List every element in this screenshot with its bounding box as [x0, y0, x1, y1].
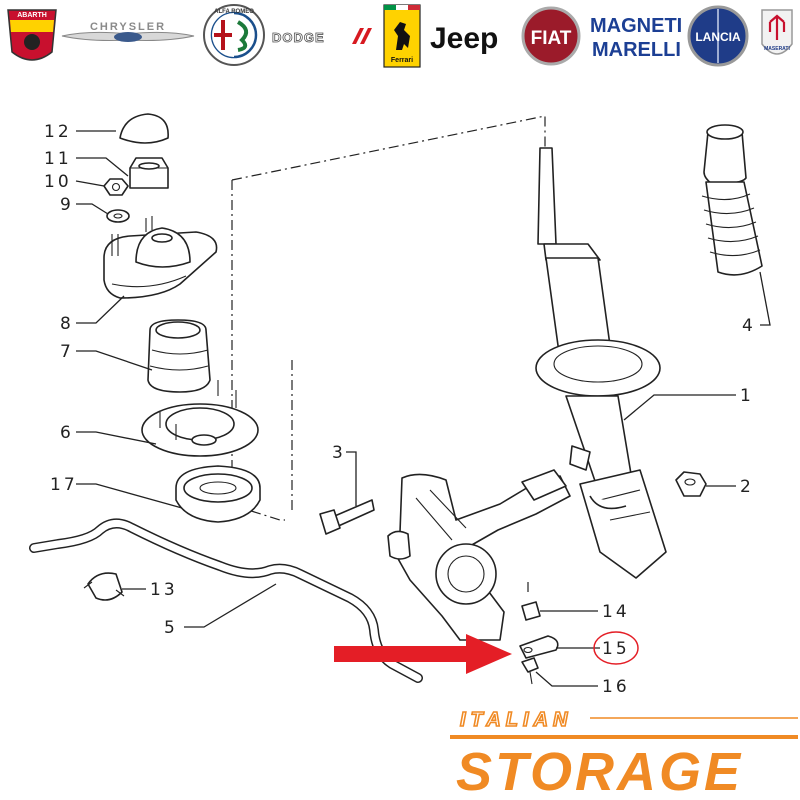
callout-4: 4 — [742, 316, 756, 336]
assembly-dashdot-lines — [231, 115, 546, 592]
leader-lines — [75, 130, 771, 687]
magneti-marelli-logo: MAGNETI MARELLI — [590, 15, 682, 61]
callout-1: 1 — [740, 386, 754, 406]
callout-7: 7 — [60, 342, 74, 362]
maserati-logo: MASERATI — [761, 9, 793, 55]
fiat-label: FIAT — [531, 28, 572, 49]
maserati-label: MASERATI — [764, 46, 790, 52]
leader-16 — [535, 671, 598, 687]
alfa-romeo-logo: ALFA ROMEO — [203, 4, 265, 66]
callout-10: 10 — [44, 172, 72, 192]
leader-6 — [76, 431, 157, 445]
highlight-circle-15 — [593, 631, 639, 665]
dodge-logo: DODGE — [272, 28, 372, 45]
fiat-logo: FIAT — [521, 6, 581, 66]
alfa-romeo-label: ALFA ROMEO — [214, 9, 254, 15]
part-12-dust-cap — [119, 113, 169, 144]
lancia-logo: LANCIA — [687, 5, 749, 67]
brand-logo-strip: ABARTH CHRYSLER ALFA ROMEO DODGE — [7, 4, 793, 68]
callout-16: 16 — [602, 677, 630, 697]
part-15-bracket — [519, 635, 559, 659]
part-16-screw — [521, 657, 539, 685]
callout-3: 3 — [332, 443, 346, 463]
leader-11 — [76, 157, 129, 177]
jeep-logo: Jeep — [430, 22, 498, 55]
jeep-label: Jeep — [430, 22, 498, 55]
part-4-protective-boot — [701, 124, 763, 276]
callout-12: 12 — [44, 122, 72, 142]
magneti-label-2: MARELLI — [592, 39, 681, 61]
leader-10 — [75, 180, 105, 187]
part-1-shock-absorber — [535, 147, 667, 579]
leader-17 — [76, 483, 183, 509]
part-8-upper-mount — [103, 216, 218, 299]
leader-4 — [759, 271, 771, 326]
chrysler-logo: CHRYSLER — [61, 21, 195, 42]
lancia-label: LANCIA — [695, 30, 741, 44]
part-10-nut — [103, 178, 129, 196]
part-11-self-locking-nut — [129, 157, 169, 189]
italian-storage-watermark: ITALIAN STORAGE — [450, 708, 798, 800]
callout-6: 6 — [60, 423, 74, 443]
leader-9 — [76, 203, 109, 215]
callout-2: 2 — [740, 477, 754, 497]
part-14-bushing — [521, 601, 541, 621]
watermark-line1: ITALIAN — [460, 709, 572, 731]
callout-15: 15 — [602, 639, 630, 659]
part-5-stabilizer-bar — [29, 518, 423, 683]
callout-14: 14 — [602, 602, 630, 622]
abarth-logo: ABARTH — [7, 9, 57, 61]
ferrari-label: Ferrari — [391, 57, 413, 64]
part-9-washer — [106, 209, 130, 223]
callout-13: 13 — [150, 580, 178, 600]
callout-5: 5 — [164, 618, 178, 638]
part-6-spring-seat — [141, 380, 259, 457]
part-2-nut — [675, 471, 707, 497]
dodge-label: DODGE — [272, 30, 325, 45]
callout-numbers: 12 11 10 9 8 7 6 17 5 13 3 1 2 4 14 15 1… — [44, 122, 756, 697]
watermark-line2: STORAGE — [456, 742, 743, 800]
steering-knuckle — [387, 469, 571, 641]
callout-11: 11 — [44, 149, 72, 169]
part-7-bump-stop — [147, 319, 211, 393]
leader-1 — [623, 394, 736, 421]
callout-17: 17 — [50, 475, 78, 495]
abarth-label: ABARTH — [17, 12, 47, 19]
leader-3 — [346, 451, 357, 506]
callout-8: 8 — [60, 314, 74, 334]
part-13-clamp — [83, 572, 125, 601]
magneti-label-1: MAGNETI — [590, 15, 682, 37]
leader-8 — [76, 295, 125, 324]
callout-9: 9 — [60, 195, 74, 215]
red-pointer-arrow — [334, 634, 512, 674]
part-3-bolt — [319, 499, 375, 535]
part-17-spring-pad — [175, 465, 261, 523]
chrysler-label: CHRYSLER — [90, 21, 166, 33]
leader-5 — [184, 583, 277, 628]
ferrari-logo: Ferrari — [383, 4, 421, 68]
leader-7 — [76, 350, 153, 371]
